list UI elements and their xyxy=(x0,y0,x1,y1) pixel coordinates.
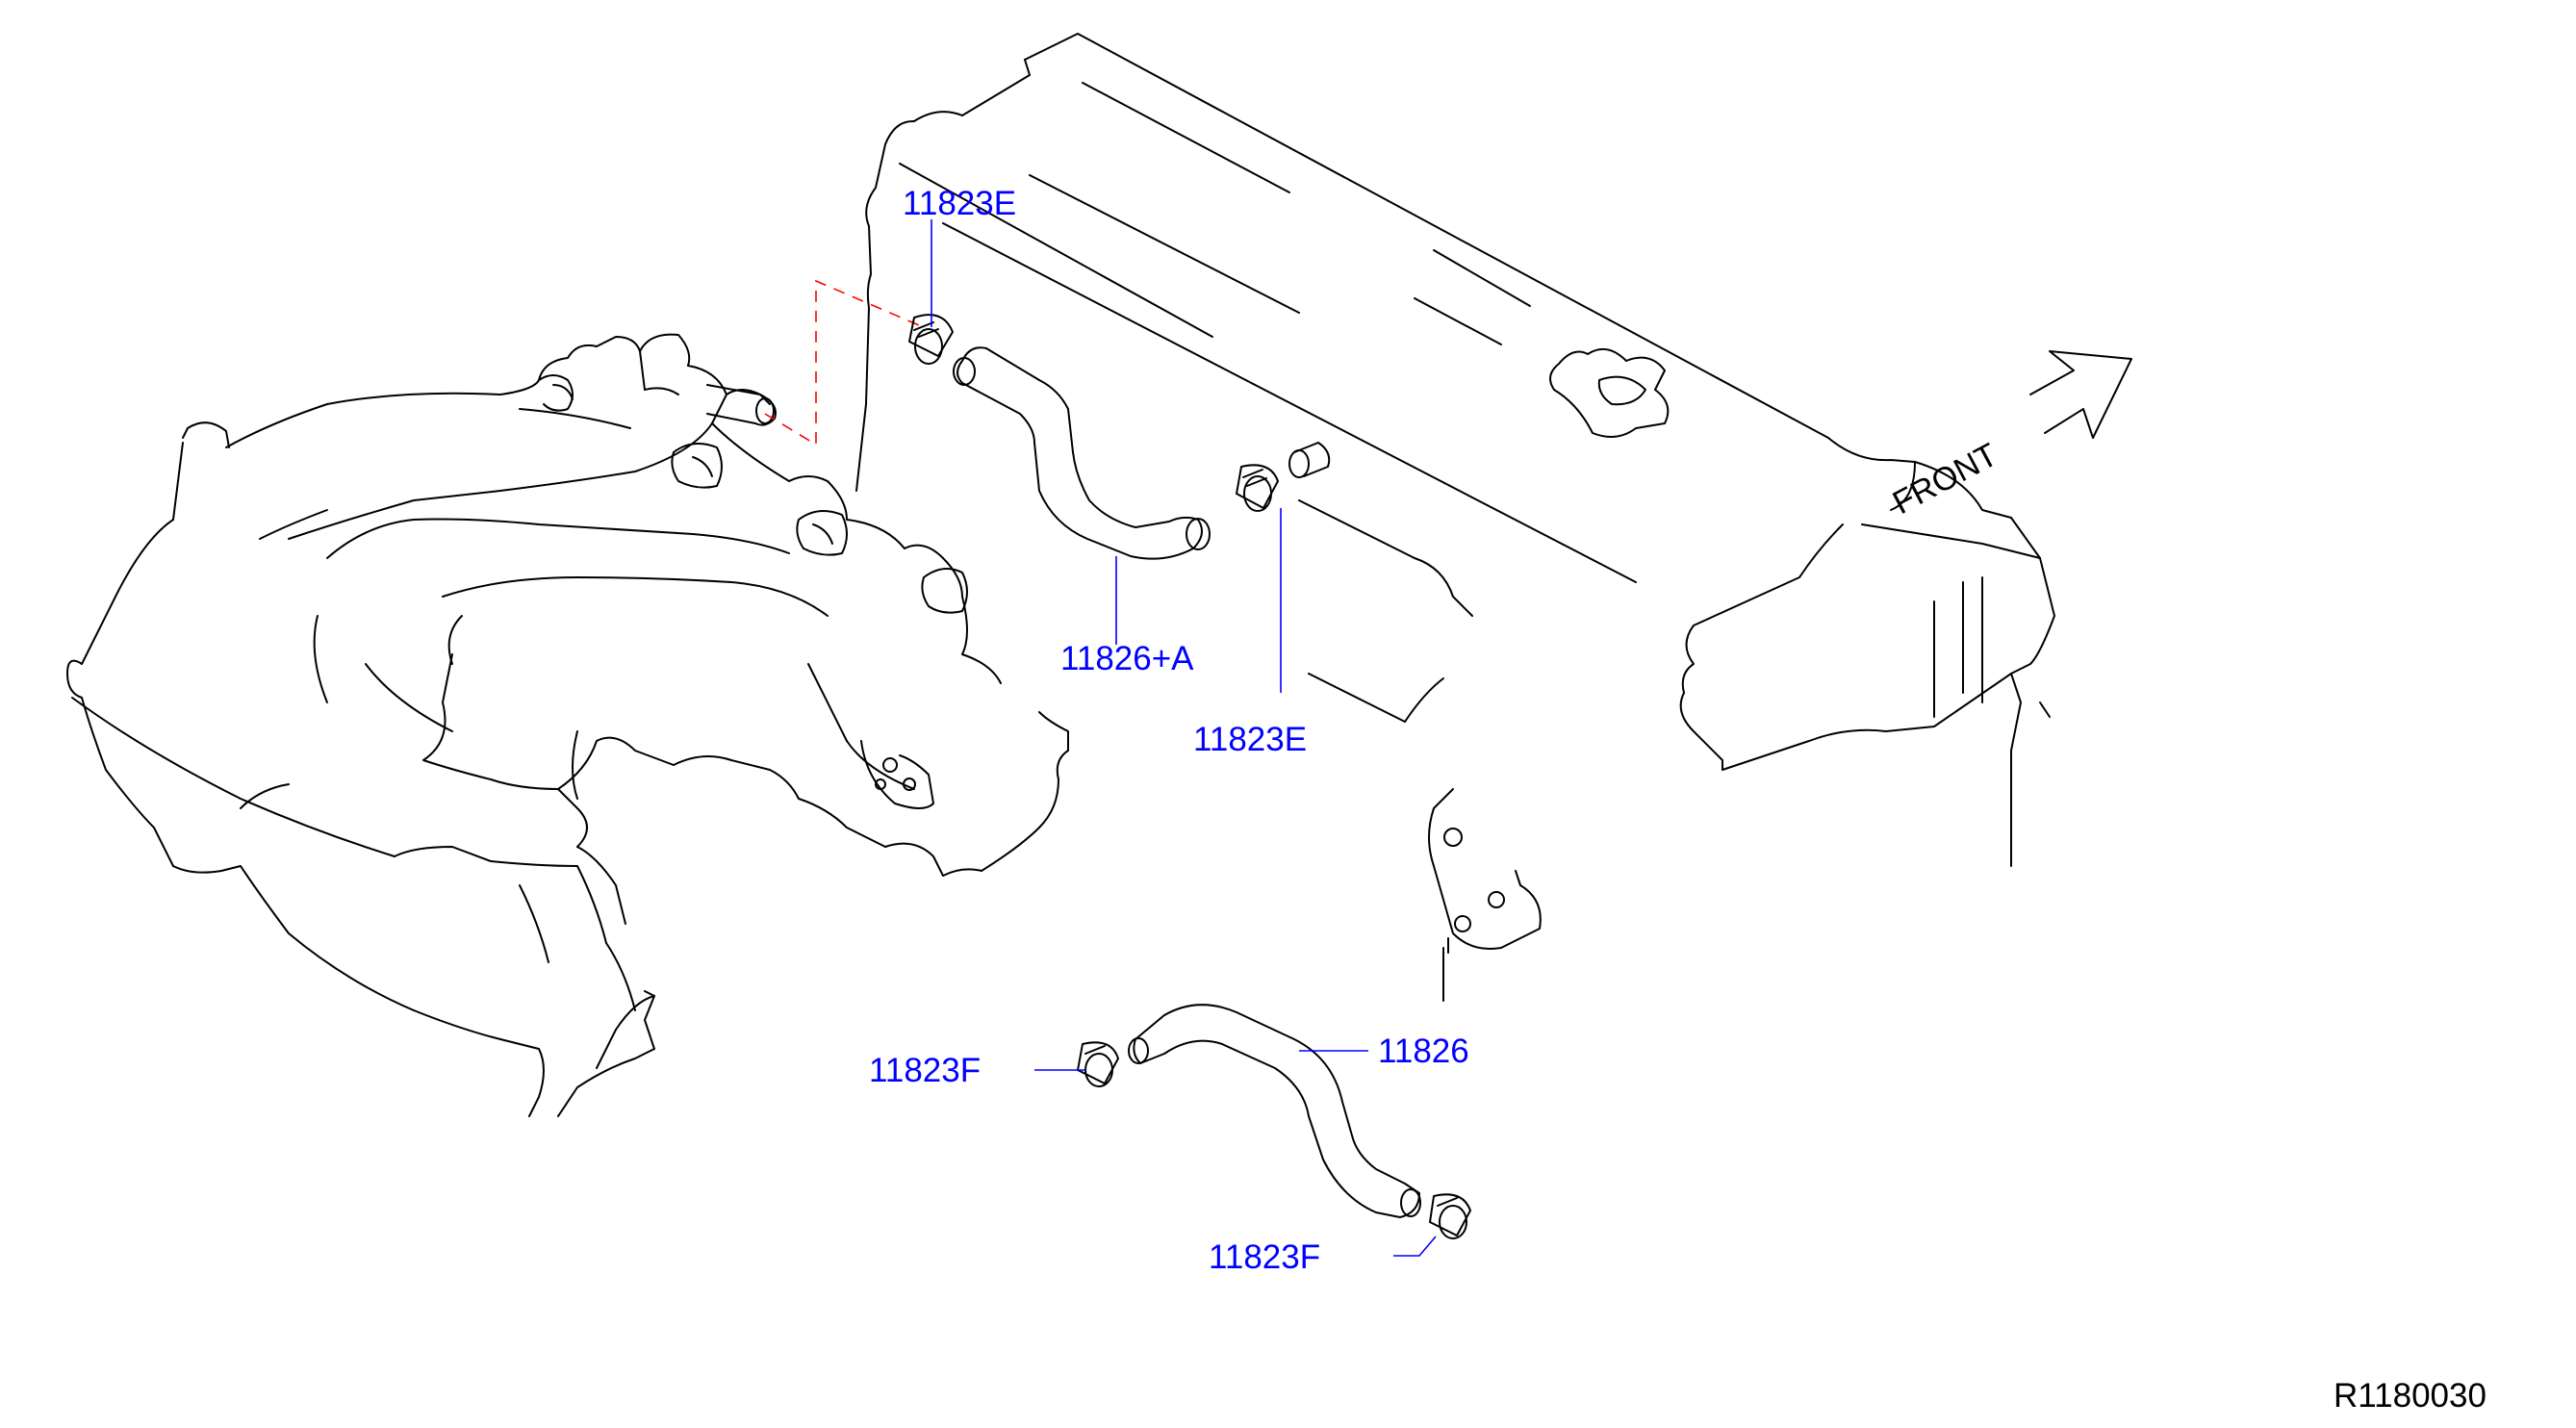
clamp-icon-upper-1 xyxy=(908,314,954,365)
front-label: FRONT xyxy=(1887,437,2003,523)
label-11823e-lower: 11823E xyxy=(1193,721,1307,758)
dashed-connection-line xyxy=(764,279,920,446)
engine-rocker-cover xyxy=(855,33,2055,1002)
lower-blowby-hose xyxy=(1128,1004,1421,1218)
upper-blowby-hose xyxy=(953,346,1211,560)
front-arrow-icon xyxy=(2029,350,2132,439)
label-11826: 11826 xyxy=(1378,1033,1469,1070)
clamp-icon-lower-2 xyxy=(1429,1193,1471,1239)
pcv-valve-fitting xyxy=(1288,442,1331,478)
intake-manifold xyxy=(66,333,1069,1117)
clamp-icon-upper-2 xyxy=(1236,464,1279,512)
diagram-reference-number: R1180030 xyxy=(2334,1377,2487,1415)
label-11823f-left: 11823F xyxy=(869,1052,981,1089)
leader-lines xyxy=(931,219,1437,1257)
label-11823f-bottom: 11823F xyxy=(1209,1238,1320,1276)
clamp-icon-lower-1 xyxy=(1077,1041,1119,1087)
label-11826-a: 11826+A xyxy=(1060,640,1194,677)
label-11823e-upper: 11823E xyxy=(903,185,1016,222)
